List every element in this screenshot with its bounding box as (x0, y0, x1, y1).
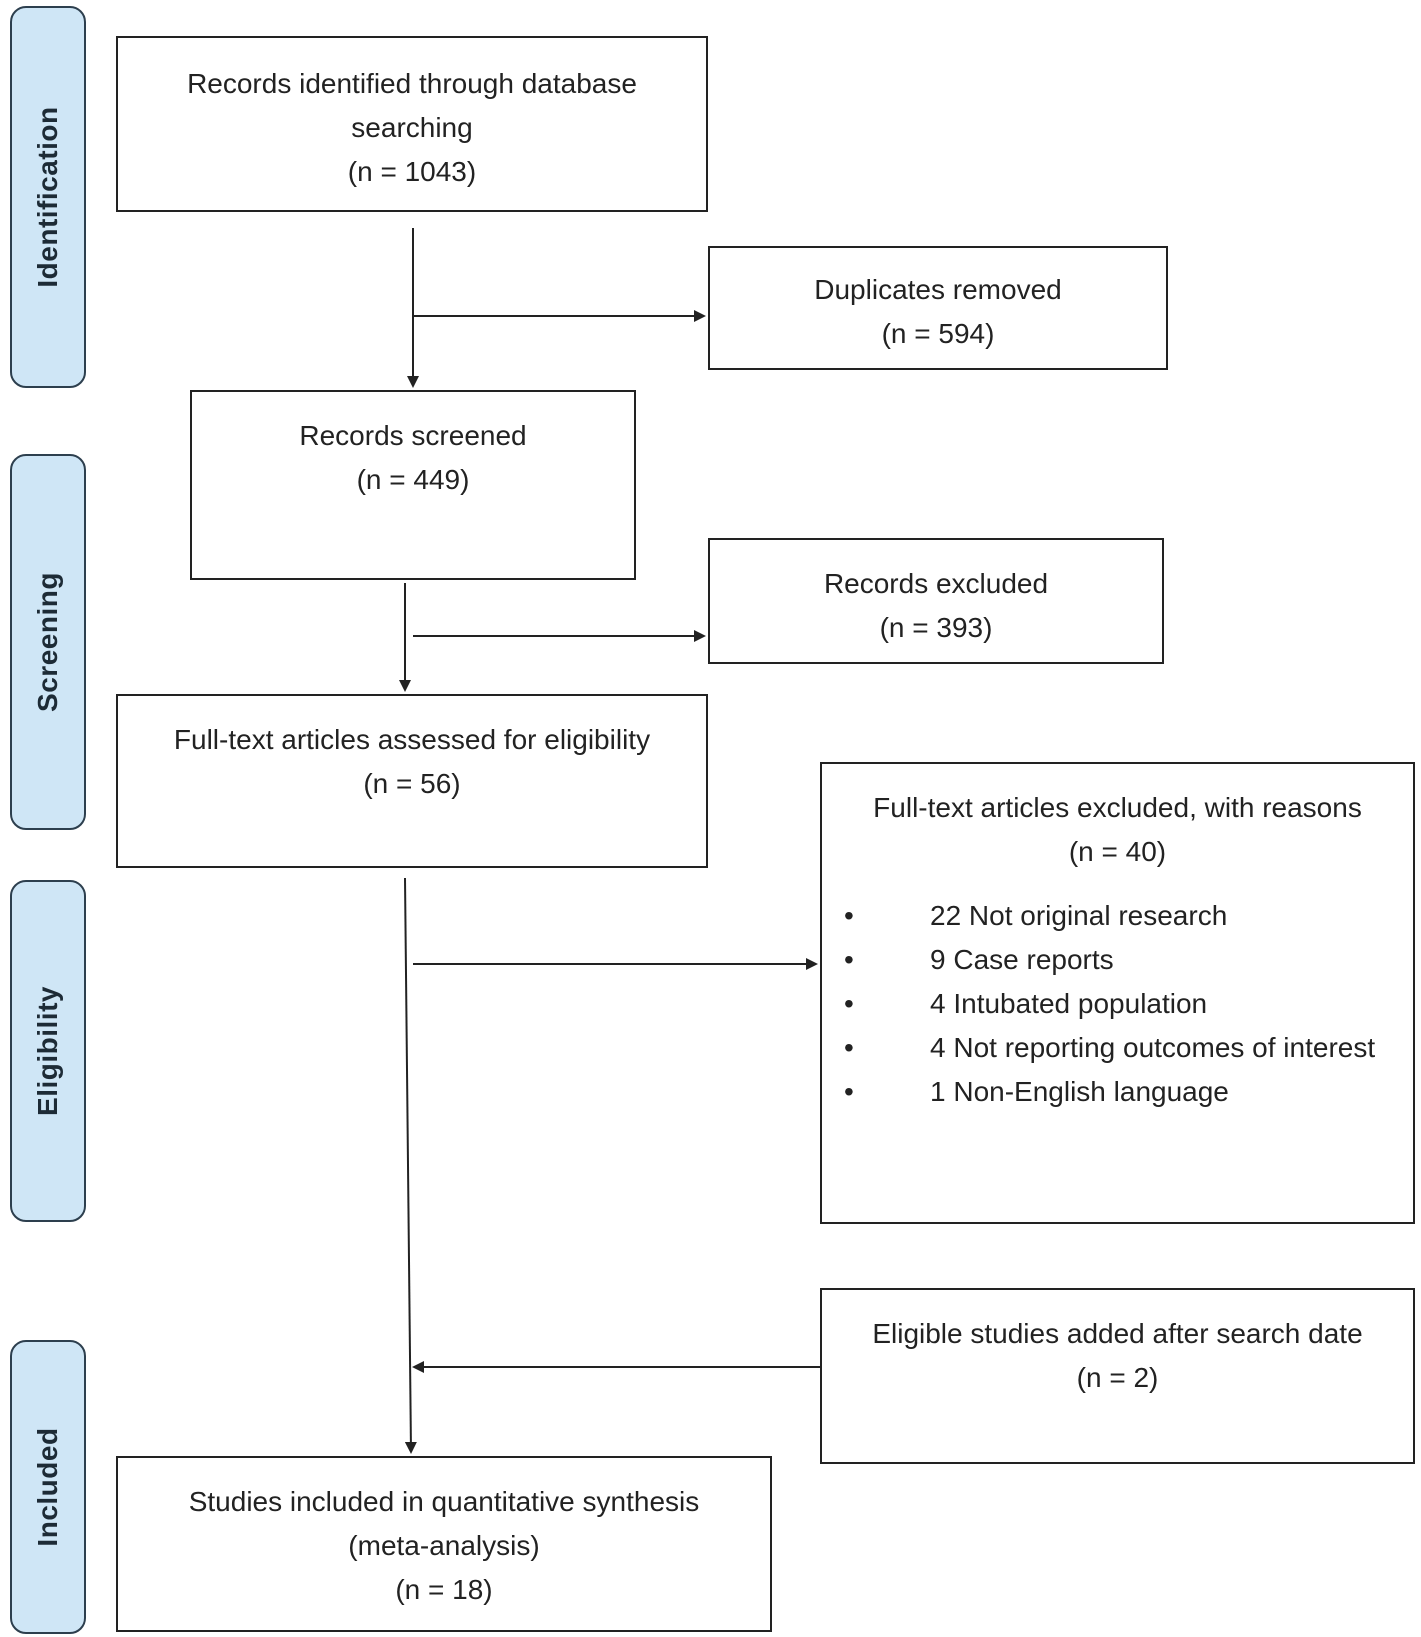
phase-identification: Identification (10, 6, 86, 388)
phase-included: Included (10, 1340, 86, 1634)
box-records-screened: Records screened (n = 449) (190, 390, 636, 580)
fulltext-assessed-count: (n = 56) (363, 768, 461, 799)
box-duplicates-removed: Duplicates removed (n = 594) (708, 246, 1168, 370)
box-records-identified: Records identified through database sear… (116, 36, 708, 212)
duplicates-removed-label: Duplicates removed (814, 274, 1062, 305)
exclusion-reason-text: 1 Non-English language (930, 1076, 1229, 1107)
bullet-icon: • (844, 1032, 854, 1063)
records-identified-label-cont: searching (351, 112, 473, 143)
fulltext-excluded-label: Full-text articles excluded, with reason… (873, 792, 1362, 823)
fulltext-assessed-label: Full-text articles assessed for eligibil… (173, 724, 651, 755)
fulltext-excluded-count: (n = 40) (1068, 836, 1167, 867)
bullet-icon: • (844, 944, 854, 975)
box-studies-included: Studies included in quantitative synthes… (116, 1456, 772, 1632)
bullet-icon: • (844, 1076, 854, 1107)
studies-included-label: Studies included in quantitative synthes… (188, 1486, 700, 1517)
box-records-excluded: Records excluded (n = 393) (708, 538, 1164, 664)
studies-added-label: Eligible studies added after search date (872, 1318, 1363, 1349)
records-screened-label: Records screened (299, 420, 527, 451)
phase-eligibility: Eligibility (10, 880, 86, 1222)
studies-included-sublabel: (meta-analysis) (348, 1530, 540, 1561)
exclusion-reason: • 1 Non-English language (822, 1070, 1413, 1114)
exclusion-reason: • 22 Not original research (822, 894, 1413, 938)
exclusion-reason-text: 4 Not reporting outcomes of interest (930, 1032, 1376, 1063)
exclusion-reason: • 4 Intubated population (822, 982, 1413, 1026)
bullet-icon: • (844, 988, 854, 1019)
records-screened-count: (n = 449) (356, 464, 470, 495)
duplicates-removed-count: (n = 594) (881, 318, 995, 349)
bullet-icon: • (844, 900, 854, 931)
exclusion-reason-text: 4 Intubated population (930, 988, 1208, 1019)
studies-included-count: (n = 18) (395, 1574, 493, 1605)
arrow-fulltext-to-included (404, 877, 417, 1454)
box-fulltext-assessed: Full-text articles assessed for eligibil… (116, 694, 708, 868)
phase-screening: Screening (10, 454, 86, 830)
exclusion-reason-text: 9 Case reports (930, 944, 1114, 975)
records-identified-count: (n = 1043) (347, 156, 477, 187)
box-fulltext-excluded: Full-text articles excluded, with reason… (820, 762, 1415, 1224)
records-excluded-label: Records excluded (823, 568, 1049, 599)
exclusion-reasons-list: • 22 Not original research • 9 Case repo… (822, 894, 1413, 1114)
studies-added-count: (n = 2) (1076, 1362, 1159, 1393)
box-studies-added-after-search: Eligible studies added after search date… (820, 1288, 1415, 1464)
exclusion-reason: • 9 Case reports (822, 938, 1413, 982)
exclusion-reason-text: 22 Not original research (930, 900, 1228, 931)
records-identified-label: Records identified through database (187, 68, 637, 99)
exclusion-reason: • 4 Not reporting outcomes of interest (822, 1026, 1413, 1070)
records-excluded-count: (n = 393) (879, 612, 993, 643)
